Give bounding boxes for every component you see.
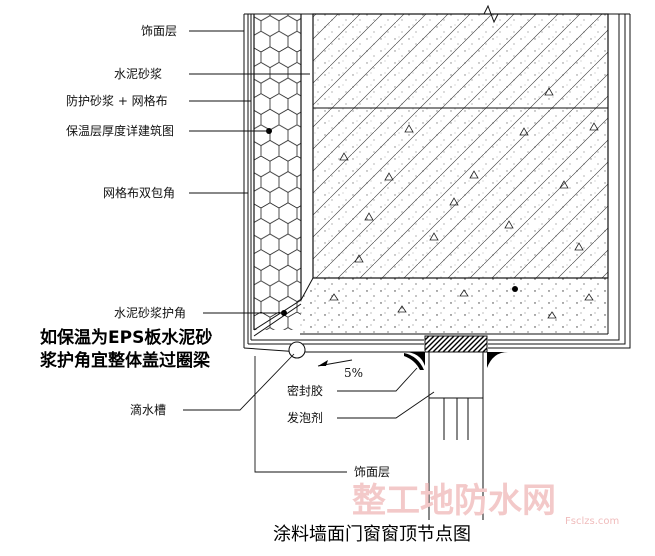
watermark-brand: 整工地防水网 xyxy=(352,481,556,521)
watermark-url: Fsclzs.com xyxy=(565,516,619,527)
insulation-layer xyxy=(253,14,302,330)
label-slope: 5% xyxy=(344,366,363,380)
slope-arrow xyxy=(317,359,353,367)
label-finish-layer-bottom: 饰面层 xyxy=(354,465,390,479)
note-line-2: 浆护角宜整体盖过圈梁 xyxy=(40,350,211,371)
label-cement-mortar: 水泥砂浆 xyxy=(114,66,162,81)
label-finish-layer-top: 饰面层 xyxy=(141,24,177,38)
wall-finish-lines xyxy=(243,14,631,353)
drawing-title: 涂料墙面门窗窗顶节点图 xyxy=(273,524,471,545)
label-cement-mortar-corner: 水泥砂浆护角 xyxy=(114,305,186,320)
note-line-1: 如保温为EPS板水泥砂 xyxy=(40,327,212,348)
label-sealant: 密封胶 xyxy=(287,383,323,398)
corner-mortar-detail xyxy=(253,128,518,337)
window-frame xyxy=(424,335,488,520)
label-drip-groove: 滴水槽 xyxy=(130,402,166,417)
label-insulation-thickness: 保温层厚度详建筑图 xyxy=(66,123,174,138)
leader-lines xyxy=(183,30,435,473)
label-protective-mortar-mesh: 防护砂浆 + 网格布 xyxy=(66,93,168,108)
break-line xyxy=(244,4,630,24)
drip-groove xyxy=(288,341,306,359)
label-foam-agent: 发泡剂 xyxy=(287,410,323,425)
sealant-beads xyxy=(404,352,508,370)
concrete-beam xyxy=(312,13,609,279)
label-mesh-double-wrap: 网格布双包角 xyxy=(103,185,175,200)
mortar-layer xyxy=(300,278,609,334)
